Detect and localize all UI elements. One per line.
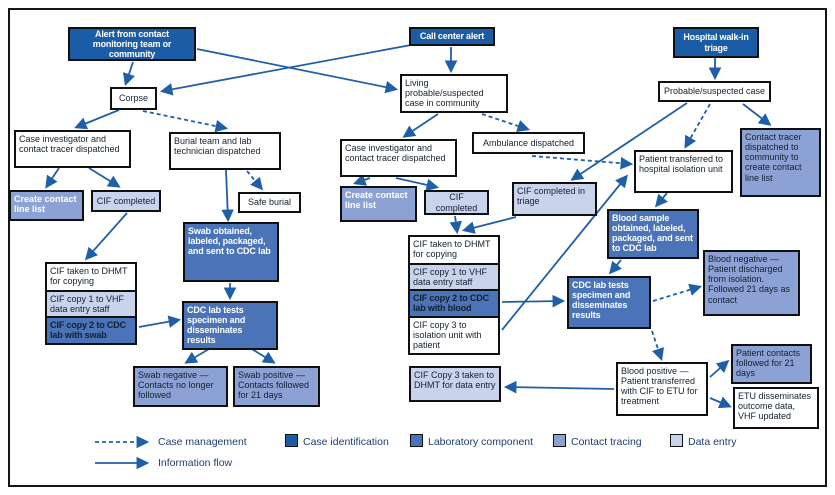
box-tracer-community: Contact tracer dispatched to community t… [740, 128, 821, 197]
box-cif-completed-triage: CIF completed in triage [512, 182, 597, 216]
box-cif-dhmt-left: CIF taken to DHMT for copying [50, 266, 128, 287]
box-hospital-walkin-triage: Hospital walk-in triage [673, 27, 759, 58]
box-swab-negative: Swab negative — Contacts no longer follo… [133, 366, 228, 407]
legend-case-identification-swatch [285, 434, 298, 447]
legend-laboratory-component-swatch [410, 434, 423, 447]
box-burial-team: Burial team and lab technician dispatche… [169, 132, 281, 170]
box-cif-copy2-blood: CIF copy 2 to CDC lab with blood [410, 289, 498, 316]
box-ambulance: Ambulance dispatched [472, 132, 585, 154]
box-call-center-alert: Call center alert [409, 27, 495, 46]
legend-contact-tracing-label: Contact tracing [571, 436, 642, 448]
box-safe-burial: Safe burial [238, 192, 301, 213]
box-patient-contacts: Patient contacts followed for 21 days [731, 344, 812, 384]
box-cif-copy1-mid: CIF copy 1 to VHF data entry staff [410, 263, 498, 290]
box-etu-disseminates: ETU disseminates outcome data, VHF updat… [733, 387, 819, 429]
box-blood-sample: Blood sample obtained, labeled, packaged… [607, 209, 699, 259]
box-create-line-list-left: Create contact line list [9, 190, 84, 221]
legend-data-entry-swatch [670, 434, 683, 447]
box-probable-case: Probable/suspected case [658, 81, 771, 102]
legend-laboratory-component-label: Laboratory component [428, 436, 534, 448]
box-create-line-list-mid: Create contact line list [340, 186, 417, 222]
box-cif-dhmt-mid: CIF taken to DHMT for copying [413, 239, 491, 260]
box-alert-monitoring: Alert from contact monitoring team or co… [68, 27, 196, 61]
box-patient-transferred: Patient transferred to hospital isolatio… [634, 150, 733, 193]
box-investigator-left: Case investigator and contact tracer dis… [14, 130, 131, 168]
box-living-case: Living probable/suspected case in commun… [400, 74, 508, 113]
legend-data-entry-label: Data entry [688, 436, 737, 448]
legend-case-identification-label: Case identification [303, 436, 389, 448]
box-swab-positive: Swab positive — Contacts followed for 21… [233, 366, 320, 407]
box-blood-positive: Blood positive — Patient transferred wit… [616, 362, 708, 416]
box-swab-obtained: Swab obtained, labeled, packaged, and se… [183, 222, 279, 282]
box-cif-completed-mid: CIF completed [424, 190, 489, 215]
stack-cif-mid: CIF taken to DHMT for copying CIF copy 1… [408, 235, 500, 355]
box-corpse: Corpse [110, 87, 157, 110]
legend-information-flow-label: Information flow [158, 457, 233, 469]
legend-case-management-label: Case management [158, 436, 247, 448]
box-cif-copy1-left: CIF copy 1 to VHF data entry staff [47, 290, 135, 317]
box-cdc-lab-left: CDC lab tests specimen and disseminates … [182, 301, 278, 350]
box-cif-completed-left: CIF completed [91, 190, 161, 212]
box-investigator-mid: Case investigator and contact tracer dis… [340, 139, 457, 177]
figure-border [8, 8, 827, 487]
stack-cif-left: CIF taken to DHMT for copying CIF copy 1… [45, 262, 137, 345]
box-cif-copy2-swab: CIF copy 2 to CDC lab with swab [47, 316, 135, 343]
box-blood-negative: Blood negative — Patient discharged from… [703, 250, 800, 316]
box-cif-copy3-dhmt: CIF Copy 3 taken to DHMT for data entry [409, 366, 501, 402]
box-cdc-lab-right: CDC lab tests specimen and disseminates … [567, 276, 651, 329]
box-cif-copy3-isolation: CIF copy 3 to isolation unit with patien… [410, 315, 498, 353]
legend-contact-tracing-swatch [553, 434, 566, 447]
